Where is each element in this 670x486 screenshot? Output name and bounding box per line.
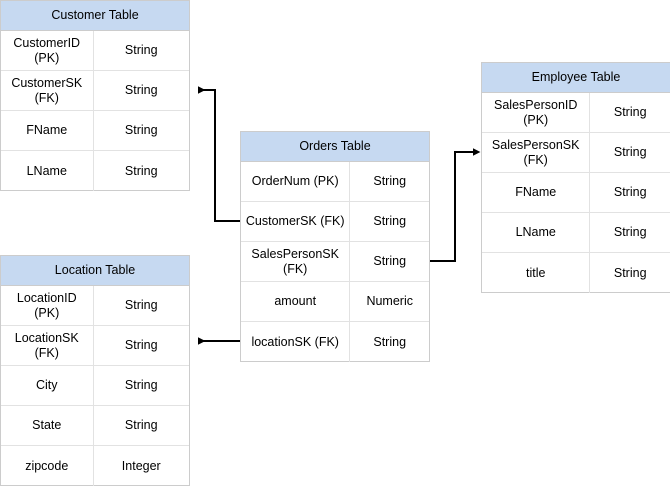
field-type: String — [373, 214, 407, 229]
field-name: title — [482, 253, 591, 293]
field-name: locationSK (FK) — [241, 322, 351, 362]
field-type: String — [124, 43, 158, 58]
field-name: OrderNum (PK) — [241, 162, 351, 201]
field-name: SalesPersonSK (FK) — [241, 242, 351, 281]
table-row: locationSK (FK) String — [241, 322, 429, 362]
table-row: State String — [1, 406, 189, 446]
field-name: zipcode — [1, 446, 94, 486]
field-name: CustomerSK (FK) — [1, 71, 94, 110]
field-name: City — [1, 366, 94, 405]
field-name: LocationSK (FK) — [1, 326, 94, 365]
table-row: LName String — [1, 151, 189, 191]
table-row: title String — [482, 253, 670, 293]
table-row: OrderNum (PK) String — [241, 162, 429, 202]
table-row: CustomerSK (FK) String — [241, 202, 429, 242]
field-name: SalesPersonID (PK) — [482, 93, 591, 132]
entity-table-orders[interactable]: Orders Table OrderNum (PK) String Custom… — [240, 131, 430, 362]
table-row: LName String — [482, 213, 670, 253]
field-type: String — [613, 145, 647, 160]
table-title-orders: Orders Table — [241, 132, 429, 162]
field-name: LocationID (PK) — [1, 286, 94, 325]
field-name: State — [1, 406, 94, 445]
field-name: CustomerSK (FK) — [241, 202, 351, 241]
field-type: String — [373, 254, 407, 269]
table-row: CustomerSK (FK) String — [1, 71, 189, 111]
field-type: String — [124, 83, 158, 98]
entity-table-customer[interactable]: Customer Table CustomerID (PK) String Cu… — [0, 0, 190, 191]
table-row: FName String — [482, 173, 670, 213]
field-type: String — [124, 378, 158, 393]
entity-table-employee[interactable]: Employee Table SalesPersonID (PK) String… — [481, 62, 670, 293]
table-row: City String — [1, 366, 189, 406]
field-name: LName — [1, 151, 94, 191]
field-name: LName — [482, 213, 591, 252]
table-row: FName String — [1, 111, 189, 151]
field-type: String — [124, 298, 158, 313]
field-name: FName — [1, 111, 94, 150]
field-type: String — [613, 225, 647, 240]
field-type: String — [613, 265, 647, 280]
table-row: LocationSK (FK) String — [1, 326, 189, 366]
table-row: amount Numeric — [241, 282, 429, 322]
table-row: SalesPersonSK (FK) String — [482, 133, 670, 173]
field-type: String — [613, 185, 647, 200]
field-name: CustomerID (PK) — [1, 31, 94, 70]
field-type: String — [373, 334, 407, 349]
relationship-orders-customer — [198, 86, 240, 222]
table-title-location: Location Table — [1, 256, 189, 286]
field-type: String — [124, 163, 158, 178]
table-row: SalesPersonID (PK) String — [482, 93, 670, 133]
field-type: String — [124, 123, 158, 138]
field-name: SalesPersonSK (FK) — [482, 133, 591, 172]
table-row: SalesPersonSK (FK) String — [241, 242, 429, 282]
field-type: String — [373, 174, 407, 189]
field-name: FName — [482, 173, 591, 212]
field-type: String — [613, 105, 647, 120]
table-row: CustomerID (PK) String — [1, 31, 189, 71]
field-type: Integer — [121, 458, 161, 473]
table-row: zipcode Integer — [1, 446, 189, 486]
field-type: String — [124, 338, 158, 353]
table-row: LocationID (PK) String — [1, 286, 189, 326]
entity-table-location[interactable]: Location Table LocationID (PK) String Lo… — [0, 255, 190, 486]
field-type: Numeric — [366, 294, 413, 309]
table-title-customer: Customer Table — [1, 1, 189, 31]
table-title-employee: Employee Table — [482, 63, 670, 93]
field-name: amount — [241, 282, 351, 321]
relationship-orders-employee — [430, 148, 481, 262]
field-type: String — [124, 418, 158, 433]
